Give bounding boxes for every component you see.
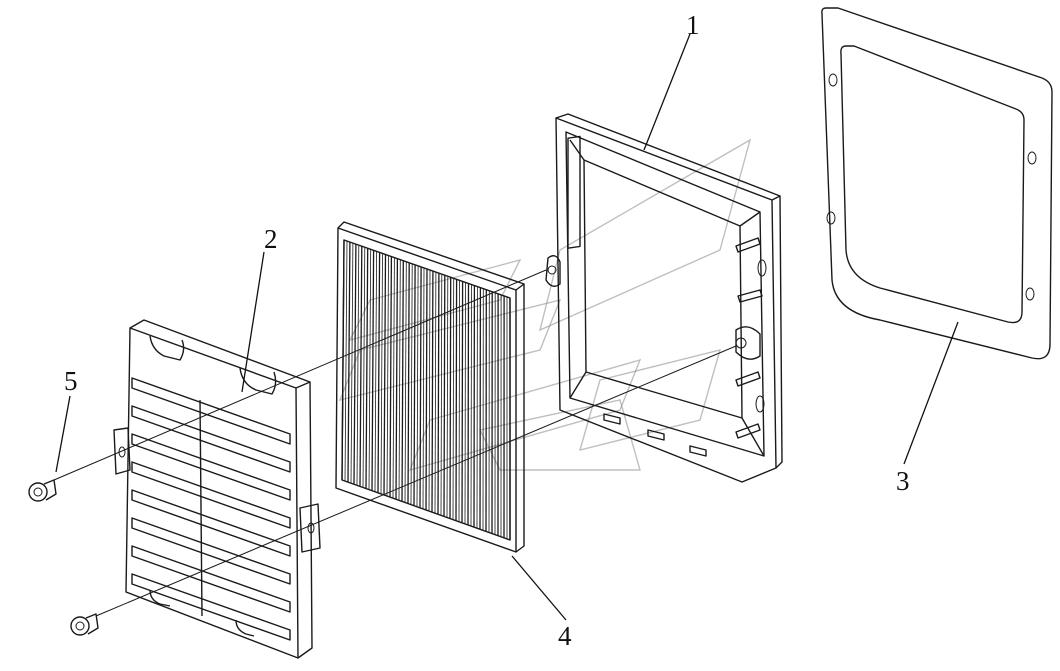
housing-frame-part	[545, 113, 783, 483]
callout-4: 4	[558, 621, 572, 651]
screw-part-upper	[28, 479, 57, 502]
filter-element-part	[335, 221, 525, 553]
callout-5: 5	[64, 366, 78, 396]
callout-3: 3	[896, 466, 910, 496]
grille-louvers	[131, 377, 291, 641]
callout-2: 2	[264, 224, 278, 254]
watermark-logo	[338, 138, 752, 472]
filter-pleats	[341, 239, 511, 540]
grille-cover-part	[113, 319, 321, 659]
gasket-part	[821, 7, 1053, 360]
screw-part-lower	[70, 613, 99, 636]
assembly-axis-lines	[53, 269, 737, 617]
callout-1: 1	[686, 10, 700, 40]
callout-leaders	[55, 33, 959, 621]
